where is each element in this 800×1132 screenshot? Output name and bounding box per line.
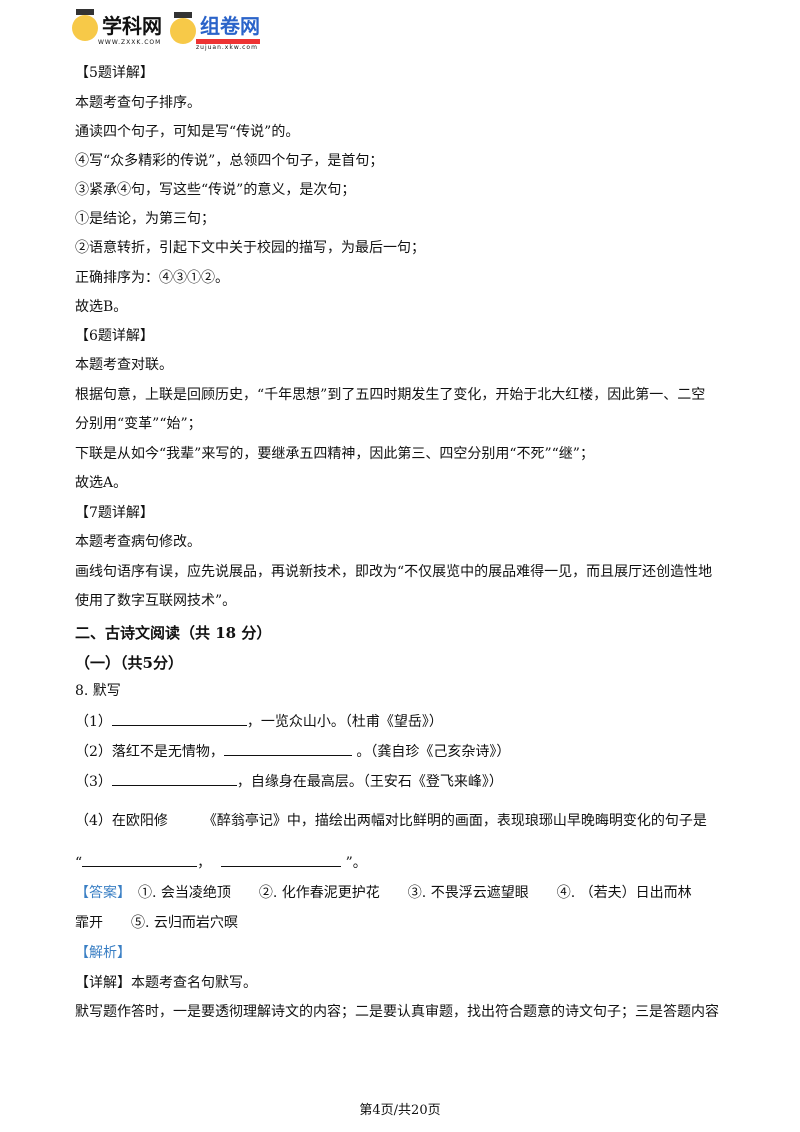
q8-item-4: （4）在欧阳修 《醉翁亭记》中，描绘出两幅对比鲜明的画面，表现琅琊山早晚晦明变化… [75,813,707,829]
mascot-icon [72,9,98,41]
answer-label: 【答案】 [75,885,124,901]
q8-item-1: （1），一览众山小。（杜甫《望岳》） [75,711,443,732]
mascot-icon [170,11,196,44]
text-line: ②语意转折，引起下文中关于校园的描写，为最后一句； [75,240,425,256]
text-line: 本题考查病句修改。 [75,534,201,550]
logo-sub: zujuan.xkw.com [196,44,258,51]
text-line: 本题考查对联。 [75,357,173,373]
text-line: ④写“众多精彩的传说”，总领四个句子，是首句； [75,153,384,169]
section-title: 二、古诗文阅读（共 18 分） [75,624,272,642]
text-line: 故选A。 [75,475,128,491]
zujuan-logo: 组卷网 zujuan.xkw.com [170,10,260,51]
text-line: 画线句语序有误，应先说展品，再说新技术，即改为“不仅展览中的展品难得一见，而且展… [75,564,713,580]
logo-sub: WWW.ZXXK.COM [98,39,162,46]
detail-line: 【详解】本题考查名句默写。 [75,975,257,991]
text-line: 分别用“变革”“始”； [75,416,202,432]
text-line: 本题考查句子排序。 [75,95,201,111]
logo-text: 组卷网 [200,14,260,38]
text-line: 【6题详解】 [75,328,154,344]
analysis-label: 【解析】 [75,945,131,961]
q8-item-2: （2）落红不是无情物， 。（龚自珍《己亥杂诗》） [75,741,510,762]
logo-text: 学科网 [102,14,162,38]
q8-item-3: （3），自缘身在最高层。（王安石《登飞来峰》） [75,771,503,792]
text-line: 【5题详解】 [75,65,154,81]
text-line: ③紧承④句，写这些“传说”的意义，是次句； [75,182,356,198]
subsection-title: （一）（共5分） [75,654,183,672]
q8-item-4-blanks: “， ”。 [75,852,367,873]
text-line: 【7题详解】 [75,505,154,521]
text-line: 根据句意，上联是回顾历史，“千年思想”到了五四时期发生了变化，开始于北大红楼，因… [75,387,706,403]
text-line: ①是结论，为第三句； [75,211,215,227]
question-8-title: 8. 默写 [75,683,121,699]
answer-line-2: 霏开 ⑤. 云归而岩穴暝 [75,915,238,931]
text-line: 下联是从如今“我辈”来写的，要继承五四精神，因此第三、四空分别用“不死”“继”； [75,446,594,462]
text-line: 使用了数字互联网技术”。 [75,593,237,609]
page-number: 第4页/共20页 [359,1103,441,1118]
text-line: 正确排序为：④③①②。 [75,270,229,286]
text-line: 通读四个句子，可知是写“传说”的。 [75,124,300,140]
analysis-text: 默写题作答时，一是要透彻理解诗文的内容；二是要认真审题，找出符合题意的诗文句子；… [75,1004,719,1020]
answer-line-1: 【答案】 ①. 会当凌绝顶 ②. 化作春泥更护花 ③. 不畏浮云遮望眼 ④. （… [75,885,692,901]
text-line: 故选B。 [75,299,128,315]
